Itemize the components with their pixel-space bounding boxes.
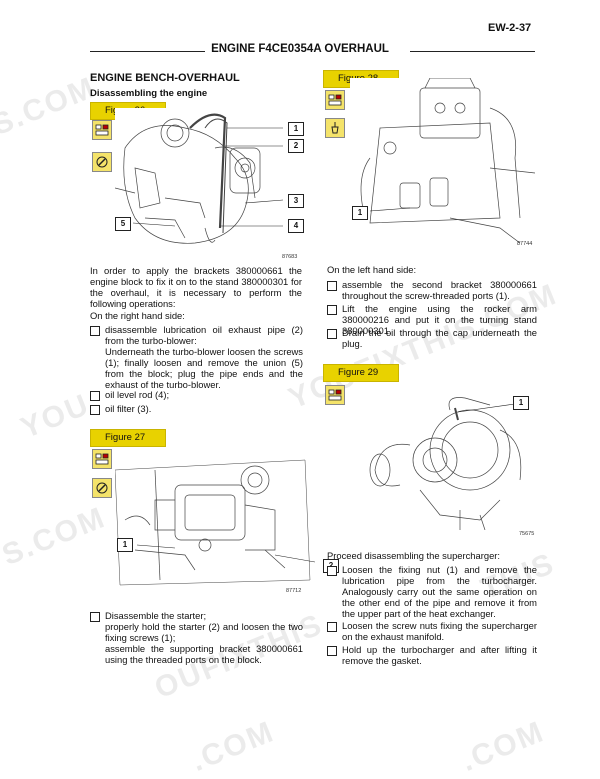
page-number: EW-2-37	[488, 22, 532, 34]
figure-29-code: 75675	[519, 531, 535, 537]
checkbox-bullet	[90, 391, 100, 401]
figure-26-callout: 4	[288, 219, 304, 233]
checkbox-bullet	[327, 329, 337, 339]
figure-26-illustration	[115, 108, 310, 258]
checkbox-bullet	[90, 405, 100, 415]
disassemble-icon	[325, 385, 345, 405]
checkbox-bullet	[327, 566, 337, 576]
list-item: oil filter (3).	[105, 403, 152, 414]
figure-27-code: 87712	[286, 588, 302, 594]
watermark: YOU	[16, 387, 95, 446]
checkbox-bullet	[327, 622, 337, 632]
figure-29-label: Figure 29	[323, 364, 399, 382]
watermark: S.COM	[0, 70, 101, 143]
page-title: ENGINE F4CE0354A OVERHAUL	[0, 43, 600, 55]
lifting-icon	[325, 118, 345, 138]
watermark: S.COM	[0, 500, 111, 573]
figure-27-callout: 1	[117, 538, 133, 552]
wrench-icon	[92, 478, 112, 498]
disassemble-icon	[92, 120, 112, 140]
list-item: Loosen the screw nuts fixing the superch…	[342, 620, 537, 642]
list-item: disassemble lubrication oil exhaust pipe…	[105, 324, 303, 390]
disassemble-icon	[92, 449, 112, 469]
left-side-heading: On the left hand side:	[327, 264, 417, 275]
list-item: Lift the engine using the rocker arm 380…	[342, 303, 537, 336]
figure-27-label: Figure 27	[90, 429, 166, 447]
section-title: ENGINE BENCH-OVERHAUL	[90, 72, 240, 84]
list-item: assemble the second bracket 380000661 th…	[342, 279, 537, 301]
section-subtitle: Disassembling the engine	[90, 88, 208, 99]
figure-28-code: 87744	[517, 241, 533, 247]
list-item: Loosen the fixing nut (1) and remove the…	[342, 564, 537, 619]
checkbox-bullet	[90, 612, 100, 622]
right-side-heading: On the right hand side:	[90, 310, 185, 321]
figure-29-illustration	[350, 390, 535, 530]
starter-item: Disassemble the starter; properly hold t…	[105, 610, 303, 665]
figure-27-illustration	[115, 450, 315, 590]
wrench-icon	[92, 152, 112, 172]
figure-26-callout: 5	[115, 217, 131, 231]
list-item: Drain the oil through the cap underneath…	[342, 327, 537, 349]
proceed-heading: Proceed disassembling the supercharger:	[327, 550, 501, 561]
list-item: Hold up the turbocharger and after lifti…	[342, 644, 537, 666]
checkbox-bullet	[327, 646, 337, 656]
figure-26-callout: 1	[288, 122, 304, 136]
figure-28-callout: 1	[352, 206, 368, 220]
checkbox-bullet	[90, 326, 100, 336]
watermark: .COM	[186, 715, 280, 779]
header-rule-right	[410, 51, 535, 52]
figure-29-callout: 1	[513, 396, 529, 410]
figure-26-callout: 2	[288, 139, 304, 153]
intro-paragraph: In order to apply the brackets 380000661…	[90, 265, 302, 309]
list-item: oil level rod (4);	[105, 389, 170, 400]
disassemble-icon	[325, 90, 345, 110]
header-rule-left	[90, 51, 230, 52]
checkbox-bullet	[327, 281, 337, 291]
figure-28-illustration	[350, 78, 540, 243]
figure-26-code: 87683	[282, 254, 298, 260]
checkbox-bullet	[327, 305, 337, 315]
figure-26-callout: 3	[288, 194, 304, 208]
watermark: .COM	[456, 715, 550, 779]
